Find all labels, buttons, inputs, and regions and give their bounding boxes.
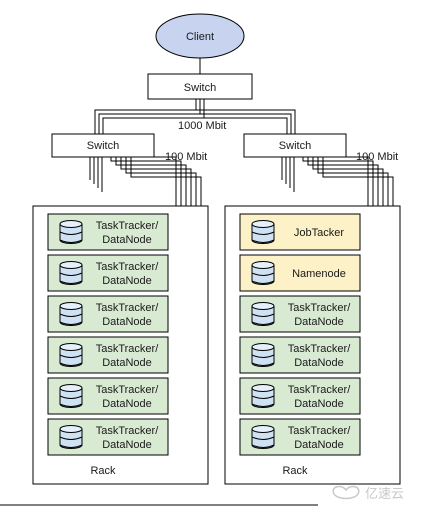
node-label-line1: TaskTracker/ <box>96 384 159 396</box>
uplink-right-wire-0 <box>195 99 296 134</box>
node-label-line1: TaskTracker/ <box>96 343 159 355</box>
rack-link-right-label: 100 Mbit <box>356 151 398 163</box>
node-label-line2: DataNode <box>102 357 152 369</box>
cloud-icon <box>332 485 360 500</box>
watermark-logo: 亿速云 <box>332 485 404 502</box>
node-label-line2: DataNode <box>102 439 152 451</box>
node-label-line1: JobTacker <box>294 227 344 239</box>
client-ellipse <box>155 13 245 59</box>
node-label-line2: DataNode <box>102 234 152 246</box>
node-label-line1: TaskTracker/ <box>96 261 159 273</box>
node-worker: TaskTracker/DataNode <box>47 377 169 415</box>
rack-link-left-label: 100 Mbit <box>165 151 207 163</box>
node-label-line2: DataNode <box>294 357 344 369</box>
database-icon <box>251 425 275 449</box>
node-label-line1: TaskTracker/ <box>96 302 159 314</box>
database-icon <box>59 261 83 285</box>
node-label-line1: TaskTracker/ <box>96 220 159 232</box>
node-worker: TaskTracker/DataNode <box>239 418 361 456</box>
node-worker: TaskTracker/DataNode <box>239 377 361 415</box>
database-icon <box>59 343 83 367</box>
client-label: Client <box>186 31 214 43</box>
node-label-line2: DataNode <box>294 439 344 451</box>
database-icon <box>251 302 275 326</box>
database-icon <box>59 220 83 244</box>
database-icon <box>251 220 275 244</box>
database-icon <box>59 302 83 326</box>
rack-switch-left-label: Switch <box>87 140 119 152</box>
node-label-line2: DataNode <box>102 316 152 328</box>
node-worker: TaskTracker/DataNode <box>47 213 169 251</box>
node-label-line1: TaskTracker/ <box>288 343 351 355</box>
node-label-line2: DataNode <box>102 398 152 410</box>
rack-label-left: Rack <box>90 465 116 477</box>
node-worker: TaskTracker/DataNode <box>47 418 169 456</box>
core-switch-label: Switch <box>184 82 216 94</box>
node-worker: TaskTracker/DataNode <box>47 254 169 292</box>
node-label-line1: Namenode <box>292 268 346 280</box>
node-label-line1: TaskTracker/ <box>288 302 351 314</box>
node-worker: TaskTracker/DataNode <box>47 336 169 374</box>
database-icon <box>59 425 83 449</box>
node-label-line2: DataNode <box>102 275 152 287</box>
node-label-line1: TaskTracker/ <box>288 384 351 396</box>
node-label-line2: DataNode <box>294 316 344 328</box>
rack-switch-right <box>243 133 347 158</box>
database-icon <box>251 261 275 285</box>
rack-switch-left <box>51 133 155 158</box>
node-worker: TaskTracker/DataNode <box>239 295 361 333</box>
database-icon <box>59 384 83 408</box>
database-icon <box>251 343 275 367</box>
node-master: JobTacker <box>239 213 361 251</box>
node-label-line1: TaskTracker/ <box>288 425 351 437</box>
node-label-line2: DataNode <box>294 398 344 410</box>
database-icon <box>251 384 275 408</box>
node-worker: TaskTracker/DataNode <box>47 295 169 333</box>
uplink-right-wire-1 <box>199 99 292 134</box>
uplink-right-wire-2 <box>203 99 288 134</box>
rack-switch-right-label: Switch <box>279 140 311 152</box>
watermark-text: 亿速云 <box>365 487 404 502</box>
node-master: Namenode <box>239 254 361 292</box>
core-switch-box <box>147 73 253 100</box>
rack-label-right: Rack <box>282 465 308 477</box>
rack-nodes: TaskTracker/DataNodeTaskTracker/DataNode… <box>47 213 361 456</box>
node-worker: TaskTracker/DataNode <box>239 336 361 374</box>
node-label-line1: TaskTracker/ <box>96 425 159 437</box>
core-link-label: 1000 Mbit <box>178 120 226 132</box>
